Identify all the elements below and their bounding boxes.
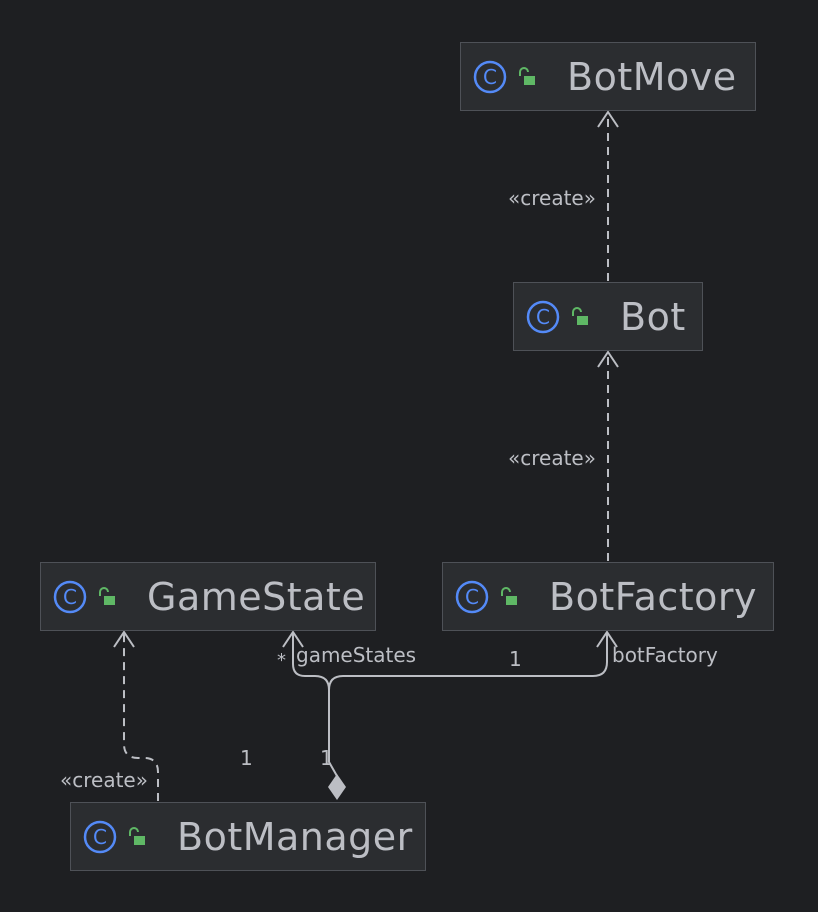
class-name: BotFactory xyxy=(549,574,758,619)
svg-text:C: C xyxy=(465,585,479,609)
class-node-botmove[interactable]: C BotMove xyxy=(460,42,756,111)
role-label-botfactory: botFactory xyxy=(612,643,718,667)
open-arrowhead xyxy=(596,630,618,648)
create-stereotype-label-gamestate: «create» xyxy=(60,768,148,792)
public-lock-icon xyxy=(99,586,115,605)
multiplicity-gamestates-target: * xyxy=(277,650,286,671)
svg-text:C: C xyxy=(63,585,77,609)
class-node-botmanager[interactable]: C BotManager xyxy=(70,802,426,871)
class-icon: C xyxy=(455,580,489,613)
svg-text:C: C xyxy=(536,305,550,329)
class-name: BotManager xyxy=(177,814,413,859)
multiplicity-botfactory-target: 1 xyxy=(509,647,522,671)
class-icon: C xyxy=(473,60,507,93)
edge-factory-creates-bot xyxy=(597,350,619,561)
class-icon: C xyxy=(526,300,560,333)
role-label-gamestates: gameStates xyxy=(296,643,417,667)
edge-manager-compositions xyxy=(282,630,618,800)
open-arrowhead xyxy=(597,350,619,368)
public-lock-icon xyxy=(572,306,588,325)
class-node-bot[interactable]: C Bot xyxy=(513,282,703,351)
public-lock-icon xyxy=(501,586,517,605)
create-stereotype-label-bot: «create» xyxy=(508,446,596,470)
class-node-botfactory[interactable]: C BotFactory xyxy=(442,562,774,631)
composition-diamond xyxy=(328,774,346,800)
svg-text:C: C xyxy=(483,65,497,89)
edge-manager-creates-gamestate xyxy=(113,630,159,801)
edge-bot-creates-botmove xyxy=(597,110,619,281)
class-icon: C xyxy=(83,820,117,853)
open-arrowhead xyxy=(282,630,304,648)
public-lock-icon xyxy=(519,66,535,85)
public-lock-icon xyxy=(129,826,145,845)
svg-text:C: C xyxy=(93,825,107,849)
open-arrowhead xyxy=(597,110,619,128)
open-arrowhead xyxy=(113,630,135,648)
class-name: Bot xyxy=(620,294,686,339)
create-stereotype-label-botmove: «create» xyxy=(508,186,596,210)
multiplicity-botfactory-source: 1 xyxy=(320,746,333,770)
multiplicity-gamestates-source: 1 xyxy=(240,746,253,770)
class-icon: C xyxy=(53,580,87,613)
class-name: GameState xyxy=(147,574,366,619)
class-name: BotMove xyxy=(567,54,737,99)
class-node-gamestate[interactable]: C GameState xyxy=(40,562,376,631)
